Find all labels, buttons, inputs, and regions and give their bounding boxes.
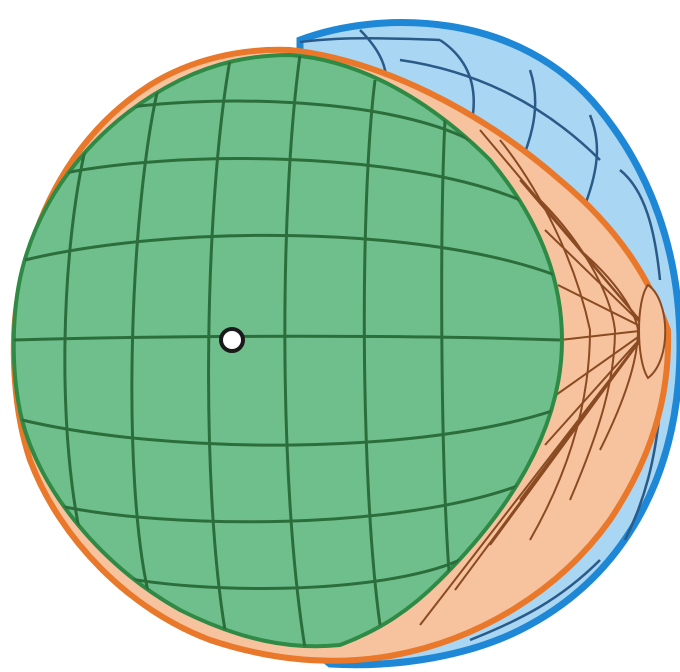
center-point-marker [221,329,243,351]
